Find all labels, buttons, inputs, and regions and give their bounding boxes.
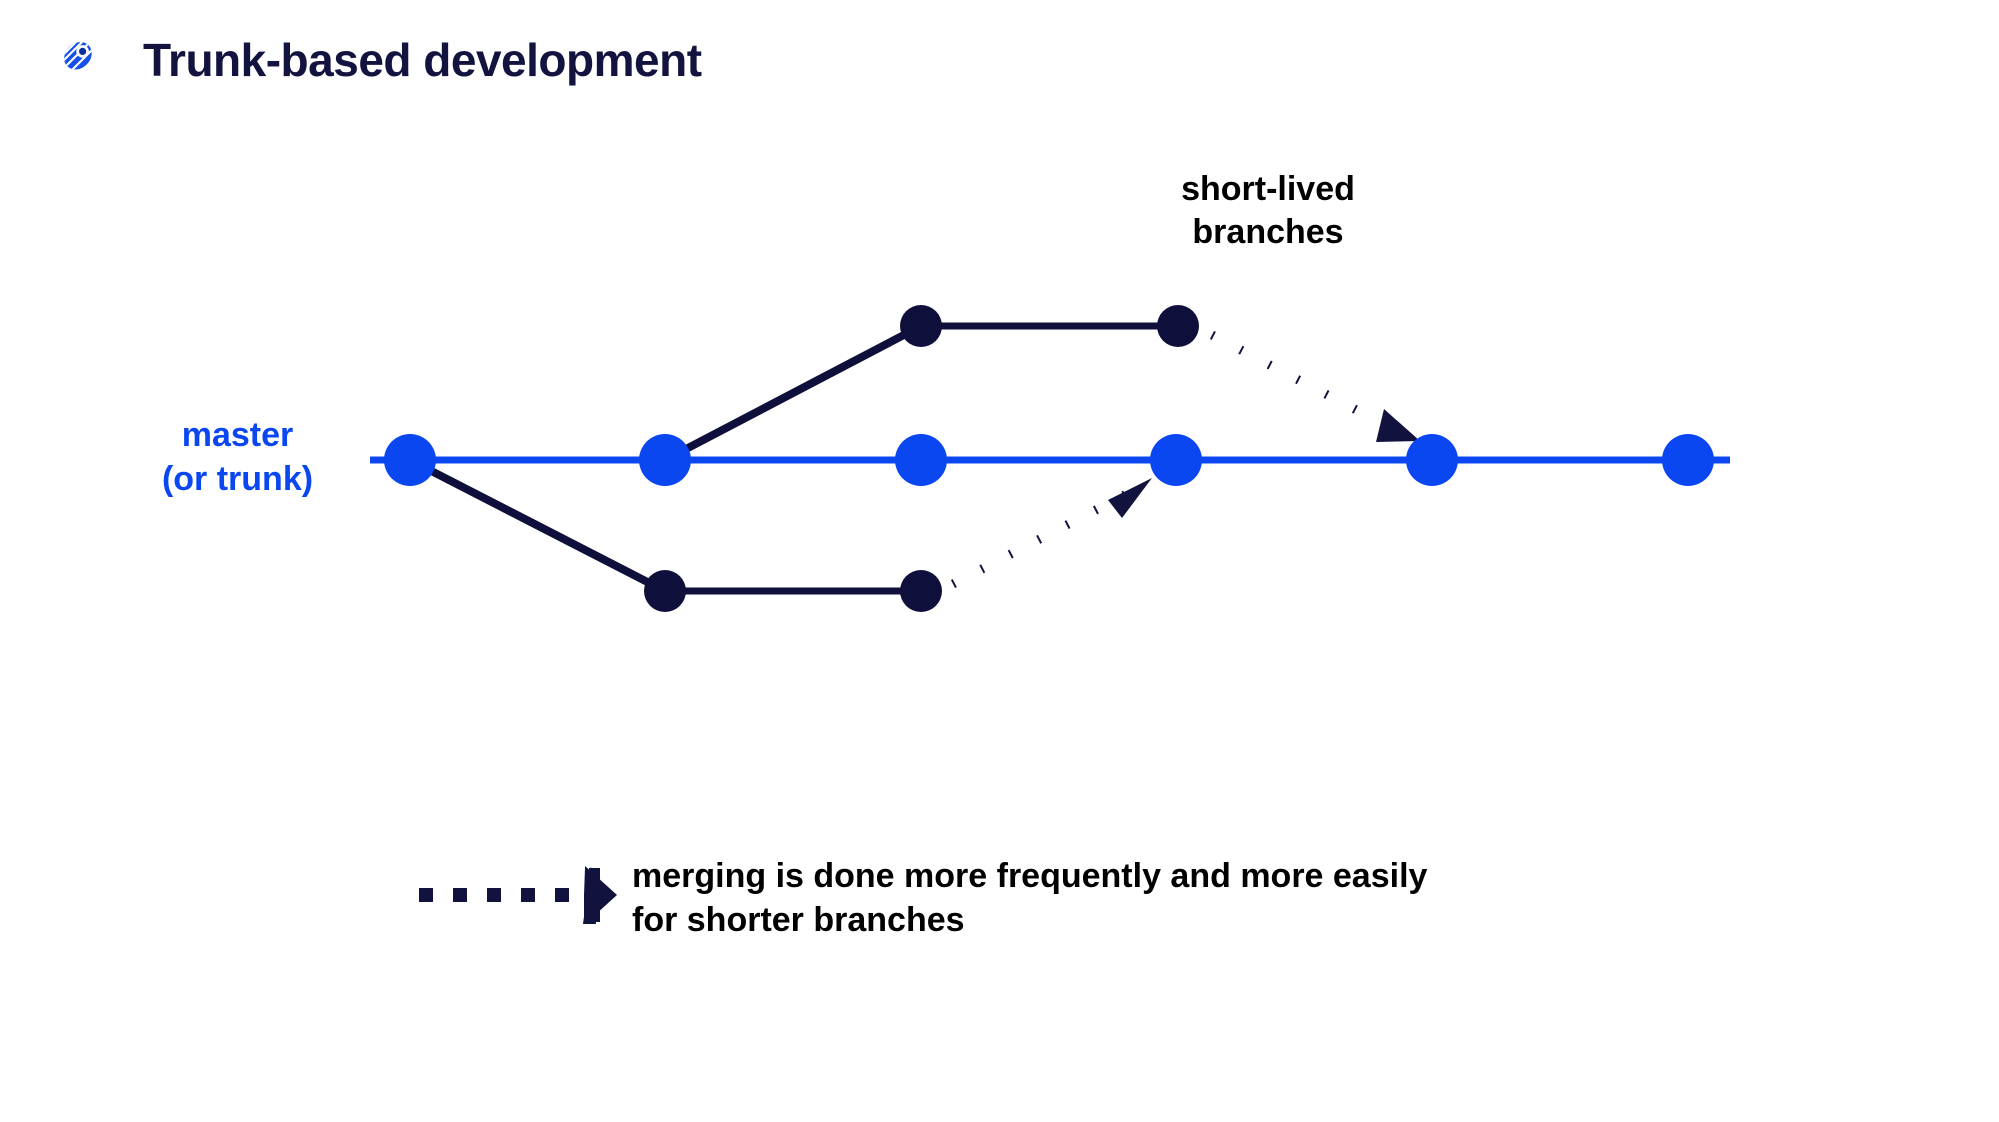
branch-note-line1: short-lived <box>1181 170 1355 208</box>
legend-dotted-arrow-icon <box>419 866 617 924</box>
short-lived-branches-label: short-lived branches <box>1138 168 1398 253</box>
branch-note-line2: branches <box>1192 212 1344 251</box>
commit-node-master-5 <box>1406 434 1458 486</box>
master-branch-label: master (or trunk) <box>120 413 355 501</box>
rocket-comet-logo-icon <box>58 38 96 76</box>
commit-node-master-6 <box>1662 434 1714 486</box>
commit-node-master-4 <box>1150 434 1202 486</box>
master-label-line2: (or trunk) <box>161 460 314 499</box>
legend-caption: merging is done more frequently and more… <box>632 855 1752 942</box>
branch-stem-lower <box>406 456 669 595</box>
caption-line2: for shorter branches <box>632 900 965 939</box>
merge-arrow-lower <box>950 478 1152 588</box>
page-title: Trunk-based development <box>143 34 702 86</box>
commit-node-upper-2 <box>1157 305 1199 347</box>
commit-node-lower-2 <box>900 570 942 612</box>
slide-header: Trunk-based development <box>0 0 1999 110</box>
commit-node-master-2 <box>639 434 691 486</box>
merge-arrow-upper <box>1209 331 1420 442</box>
commit-node-master-3 <box>895 434 947 486</box>
commit-node-upper-1 <box>900 305 942 347</box>
branch-stem-upper <box>661 322 925 464</box>
master-label-line1: master <box>181 416 294 454</box>
commit-node-master-1 <box>384 434 436 486</box>
commit-node-lower-1 <box>644 570 686 612</box>
caption-line1: merging is done more frequently and more… <box>632 857 1428 895</box>
